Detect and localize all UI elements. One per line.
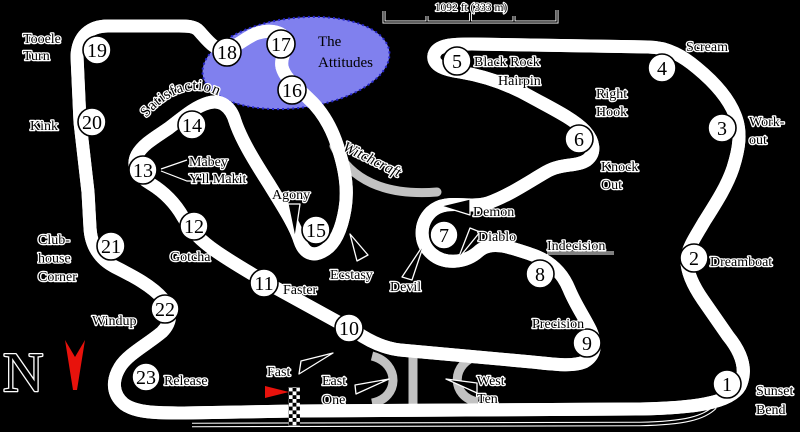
- svg-text:20: 20: [82, 112, 102, 134]
- corner-marker-3: 3: [707, 113, 737, 143]
- mabey-leader-lines: [160, 159, 247, 182]
- corner-marker-18: 18: [212, 37, 242, 67]
- fast-pointer: [298, 352, 334, 375]
- corner-marker-13: 13: [128, 155, 158, 185]
- label-indecision: Indecision: [547, 239, 605, 254]
- corner-marker-12: 12: [179, 211, 209, 241]
- ecstasy-pointer: [349, 233, 369, 262]
- svg-text:16: 16: [282, 80, 302, 102]
- svg-text:8: 8: [535, 264, 545, 286]
- svg-text:4: 4: [657, 58, 667, 80]
- svg-text:1: 1: [722, 374, 732, 396]
- svg-text:3: 3: [717, 118, 727, 140]
- svg-text:21: 21: [101, 236, 121, 258]
- start-finish-checker: [288, 387, 300, 426]
- svg-text:10: 10: [339, 318, 359, 340]
- label-kink: Kink: [30, 119, 58, 134]
- svg-text:19: 19: [87, 40, 107, 62]
- corner-marker-15: 15: [301, 215, 331, 245]
- agony-pointer: [287, 203, 301, 239]
- svg-text:2: 2: [689, 248, 699, 270]
- label-dreamboat: Dreamboat: [710, 255, 772, 270]
- label-devil: Devil: [390, 280, 421, 295]
- pit-lane: [191, 405, 717, 428]
- label-demon: Demon: [473, 205, 514, 220]
- svg-text:14: 14: [182, 115, 202, 137]
- label-windup: Windup: [92, 314, 137, 329]
- north-letter: N: [3, 342, 43, 404]
- corner-marker-20: 20: [77, 107, 107, 137]
- corner-marker-22: 22: [150, 294, 180, 324]
- label-scream: Scream: [686, 40, 728, 55]
- svg-text:15: 15: [306, 220, 326, 242]
- label-precision: Precision: [532, 317, 584, 332]
- demon-pointer: [440, 198, 471, 216]
- corner-marker-14: 14: [177, 110, 207, 140]
- corner-marker-6: 6: [564, 124, 594, 154]
- svg-text:11: 11: [254, 273, 273, 295]
- label-ecstasy: Ecstasy: [330, 268, 373, 283]
- corner-marker-8: 8: [525, 259, 555, 289]
- svg-text:9: 9: [582, 333, 592, 355]
- corner-marker-19: 19: [82, 35, 112, 65]
- svg-text:17: 17: [271, 34, 291, 56]
- label-gotcha: Gotcha: [170, 250, 211, 265]
- corner-marker-9: 9: [572, 328, 602, 358]
- label-faster: Faster: [283, 283, 318, 298]
- scale-bar: 1092 ft (333 m): [382, 1, 559, 24]
- label-work-out: Work-out: [749, 115, 785, 148]
- corner-marker-21: 21: [96, 231, 126, 261]
- label-agony: Agony: [272, 188, 310, 203]
- corner-marker-2: 2: [679, 243, 709, 273]
- label-fast: Fast: [267, 365, 290, 380]
- west-ten-pointer: [445, 378, 478, 394]
- corner-marker-16: 16: [277, 75, 307, 105]
- svg-text:18: 18: [217, 42, 237, 64]
- north-arrow: [65, 340, 85, 390]
- corner-marker-17: 17: [266, 29, 296, 59]
- svg-text:13: 13: [133, 160, 153, 182]
- svg-text:23: 23: [136, 367, 156, 389]
- corner-marker-11: 11: [249, 268, 279, 298]
- label-release: Release: [164, 374, 208, 389]
- start-direction-arrow: [265, 386, 289, 398]
- label-diablo: Diablo: [478, 230, 516, 245]
- corner-marker-10: 10: [334, 313, 364, 343]
- east-one-pointer: [354, 378, 390, 395]
- diablo-pointer: [457, 227, 481, 260]
- pointer-wedges: [287, 198, 481, 395]
- svg-text:22: 22: [155, 299, 175, 321]
- scale-bar-label: 1092 ft (333 m): [435, 2, 508, 14]
- label-black-rock: Black Rock: [474, 55, 540, 70]
- svg-text:12: 12: [184, 216, 204, 238]
- svg-text:7: 7: [439, 225, 449, 247]
- devil-pointer: [401, 243, 425, 281]
- label-black-rock-hairpin: Hairpin: [498, 74, 541, 89]
- svg-text:5: 5: [452, 51, 462, 73]
- corner-marker-1: 1: [712, 369, 742, 399]
- corner-marker-4: 4: [647, 53, 677, 83]
- corner-marker-7: 7: [429, 220, 459, 250]
- main-track: [70, 26, 743, 420]
- east-one-ramp: [370, 351, 398, 408]
- corner-marker-5: 5: [442, 46, 472, 76]
- svg-text:6: 6: [574, 129, 584, 151]
- corner-marker-23: 23: [131, 362, 161, 392]
